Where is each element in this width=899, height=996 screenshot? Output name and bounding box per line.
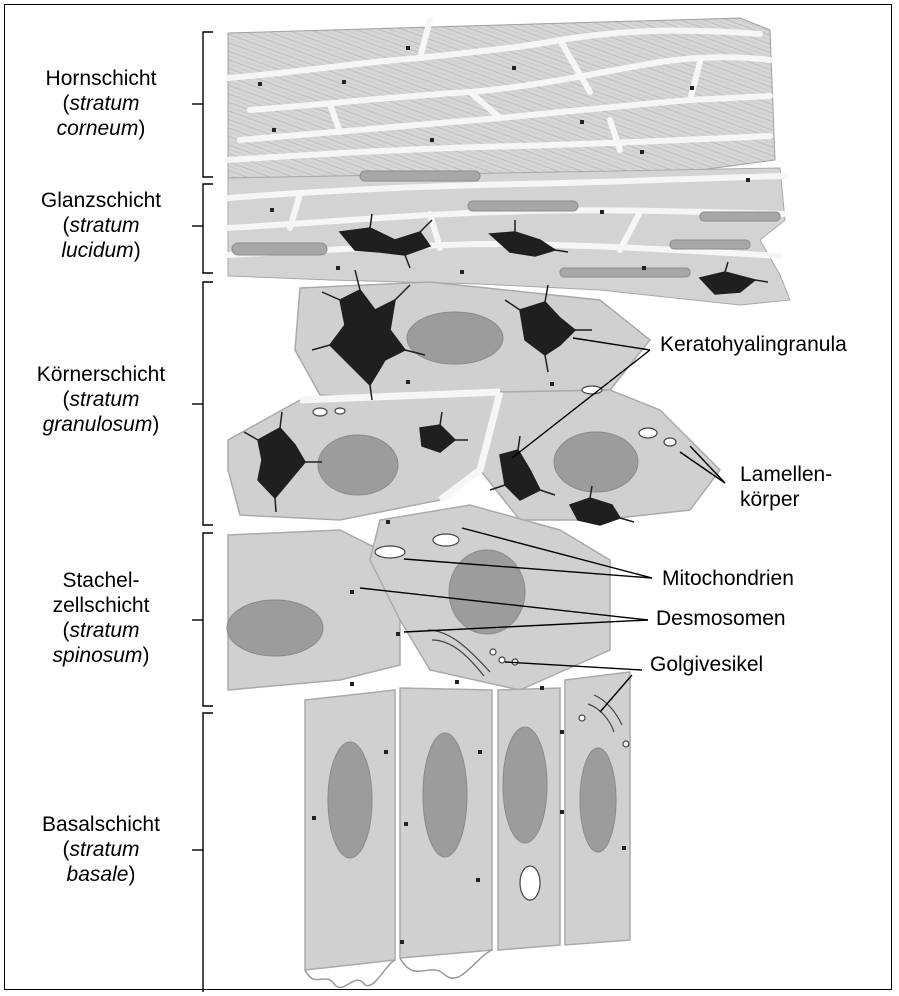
annotation-mitochondrien: Mitochondrien	[662, 566, 794, 591]
layer-brackets	[192, 32, 213, 992]
layer-name: Hornschicht	[16, 66, 186, 91]
layer-name: zellschicht	[16, 593, 186, 618]
layer-label-lucidum: Glanzschicht (stratum lucidum)	[16, 188, 186, 263]
layer-label-basale: Basalschicht (stratum basale)	[16, 812, 186, 887]
layer-latin-line: (stratum	[16, 91, 186, 116]
layer-latin-line: granulosum)	[16, 412, 186, 437]
layer-latin-line: (stratum	[16, 618, 186, 643]
layer-latin: stratum	[69, 92, 139, 115]
annotation-line: Lamellen-	[740, 462, 832, 487]
layer-latin: lucidum	[61, 239, 133, 262]
layer-latin-line: (stratum	[16, 387, 186, 412]
layer-latin: basale	[67, 863, 129, 886]
layer-name: Körnerschicht	[16, 362, 186, 387]
layer-name: Basalschicht	[16, 812, 186, 837]
layer-latin-line: spinosum)	[16, 643, 186, 668]
annotation-lamellenkoerper: Lamellen- körper	[740, 462, 832, 512]
layer-latin: spinosum	[53, 644, 143, 667]
annotation-desmosomen: Desmosomen	[656, 606, 786, 631]
layer-name: Stachel-	[16, 568, 186, 593]
stratum-granulosum-layer	[228, 282, 720, 520]
annotation-keratohyalingranula: Keratohyalingranula	[660, 332, 847, 357]
layer-latin-line: basale)	[16, 862, 186, 887]
layer-latin: stratum	[69, 214, 139, 237]
layer-latin-line: lucidum)	[16, 238, 186, 263]
annotation-golgivesikel: Golgivesikel	[650, 652, 763, 677]
layer-latin: stratum	[69, 388, 139, 411]
layer-latin: stratum	[69, 619, 139, 642]
layer-latin-line: (stratum	[16, 837, 186, 862]
layer-latin: granulosum	[43, 413, 153, 436]
layer-label-corneum: Hornschicht (stratum corneum)	[16, 66, 186, 141]
layer-label-granulosum: Körnerschicht (stratum granulosum)	[16, 362, 186, 437]
layer-latin: corneum	[57, 117, 139, 140]
stratum-spinosum-layer	[227, 505, 610, 690]
stratum-corneum-layer	[228, 18, 775, 178]
annotation-line: körper	[740, 487, 832, 512]
layer-name: Glanzschicht	[16, 188, 186, 213]
layer-latin: stratum	[69, 838, 139, 861]
layer-label-spinosum: Stachel- zellschicht (stratum spinosum)	[16, 568, 186, 668]
layer-latin-line: (stratum	[16, 213, 186, 238]
layer-latin-line: corneum)	[16, 116, 186, 141]
